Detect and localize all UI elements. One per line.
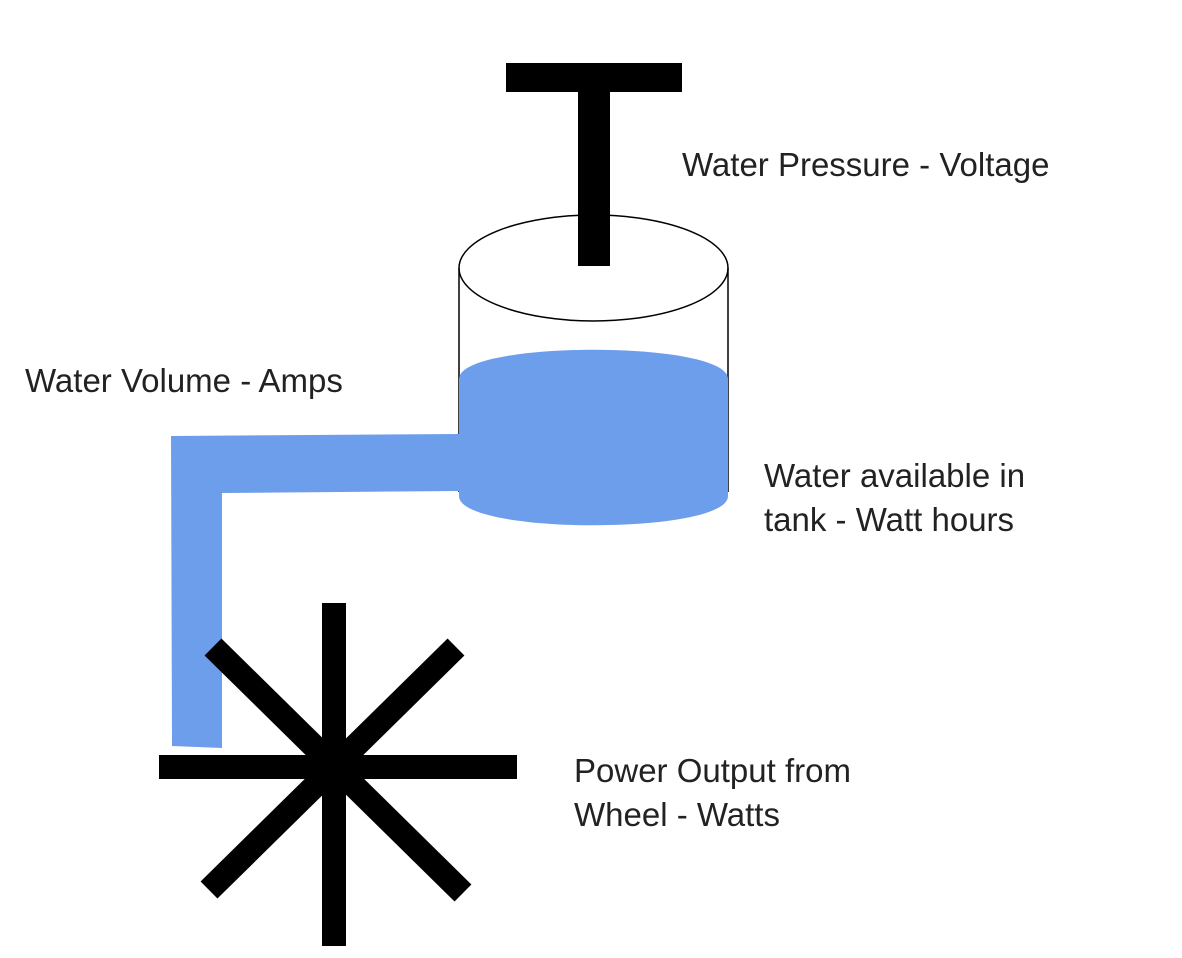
power-output-line1: Power Output from (574, 752, 851, 789)
water-wheel-icon (159, 603, 517, 946)
water-available-line1: Water available in (764, 457, 1026, 494)
water-available-label: Water available in tank - Watt hours (764, 454, 1025, 542)
water-pressure-text: Water Pressure - Voltage (682, 146, 1050, 183)
power-output-label: Power Output from Wheel - Watts (574, 749, 851, 837)
water-volume-text: Water Volume - Amps (25, 362, 343, 399)
power-output-line2: Wheel - Watts (574, 796, 780, 833)
water-available-line2: tank - Watt hours (764, 501, 1015, 538)
water-pipe-icon (171, 434, 459, 748)
plunger-icon (506, 63, 682, 266)
wheel-spoke-diagonal-b (200, 638, 465, 899)
water-volume-label: Water Volume - Amps (25, 359, 343, 403)
tank-water (459, 349, 728, 526)
plunger-shaft (578, 63, 610, 266)
water-pressure-label: Water Pressure - Voltage (682, 143, 1049, 187)
